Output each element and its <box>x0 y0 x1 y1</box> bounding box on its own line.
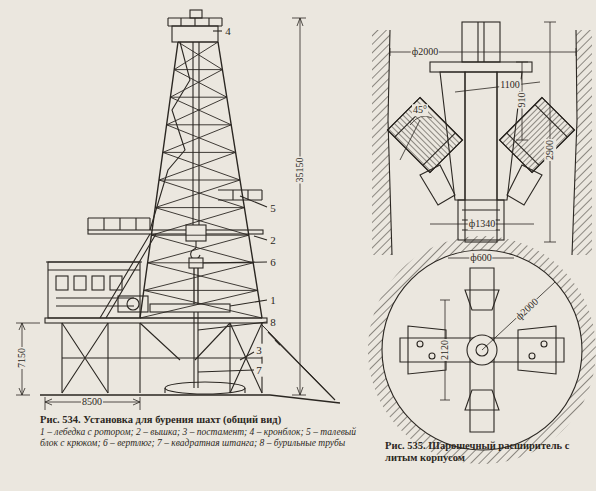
figure-caption: Рис. 535. Шарошечный расширитель с литым… <box>385 440 585 464</box>
callout-number: 8 <box>269 316 277 329</box>
callout-number: 5 <box>269 202 277 215</box>
drilling-rig <box>16 10 340 410</box>
dimension: ф2000 <box>411 46 439 58</box>
dimension: ф1340 <box>468 218 496 230</box>
legend-text: 1 – лебедка с ротором; 2 – вышка; 3 – по… <box>40 427 360 449</box>
dimension: 2120 <box>439 339 451 361</box>
callout-number: 2 <box>269 234 277 247</box>
roller-reamer <box>368 22 596 464</box>
callout-number: 4 <box>224 25 232 38</box>
callout-number: 1 <box>269 294 277 307</box>
dimension: 910 <box>516 92 528 109</box>
dimension: 8500 <box>81 396 103 408</box>
dimension: ф600 <box>469 252 492 264</box>
dimension: 1100 <box>499 79 521 91</box>
dimension: ф2000 <box>513 295 542 323</box>
dimension: 35150 <box>294 157 306 184</box>
callout-number: 3 <box>255 344 263 357</box>
callout-number: 7 <box>255 364 263 377</box>
figure-caption: Рис. 534. Установка для бурения шахт (об… <box>40 414 370 426</box>
dimension: 7150 <box>16 347 28 369</box>
dimension: 45° <box>412 104 428 116</box>
dimension: 2900 <box>544 139 556 161</box>
callout-number: 6 <box>269 256 277 269</box>
tower-bracing <box>140 42 262 318</box>
